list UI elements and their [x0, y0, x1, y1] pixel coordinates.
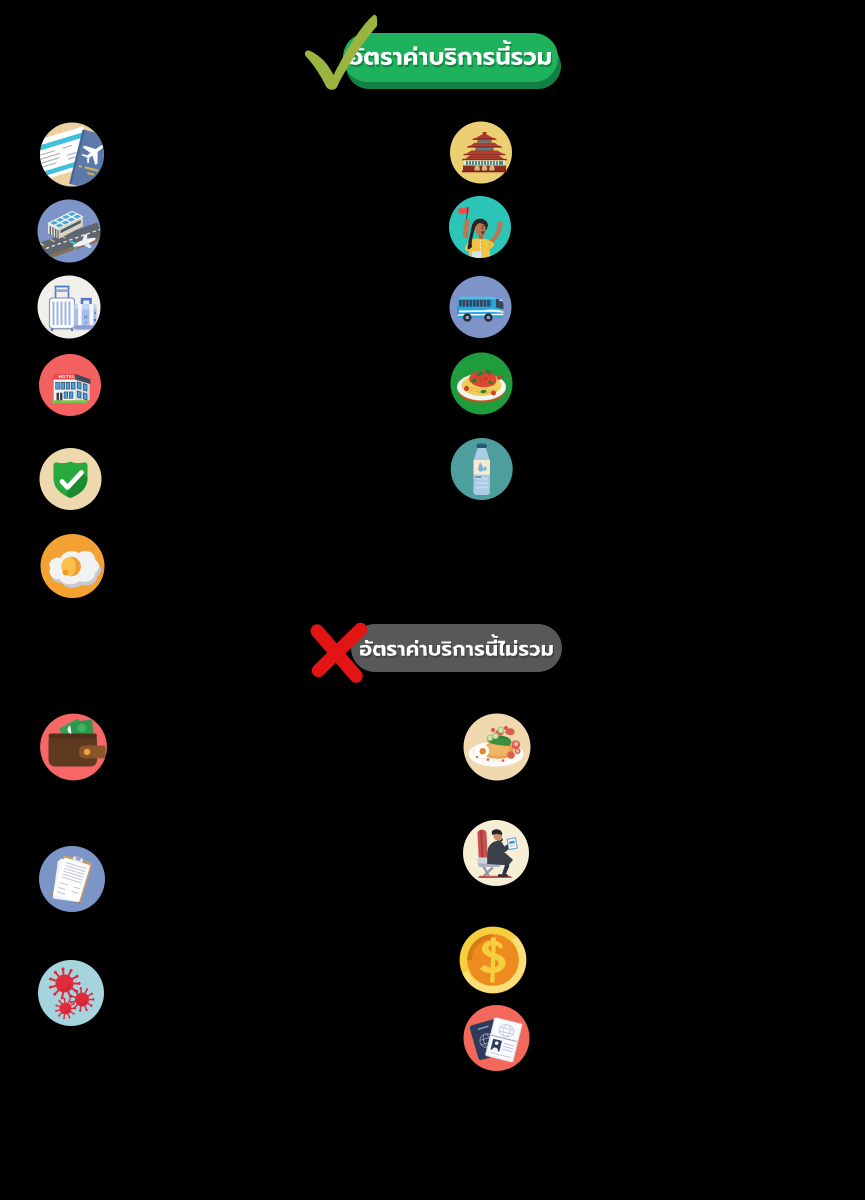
- svg-text:HOTEL: HOTEL: [59, 374, 76, 379]
